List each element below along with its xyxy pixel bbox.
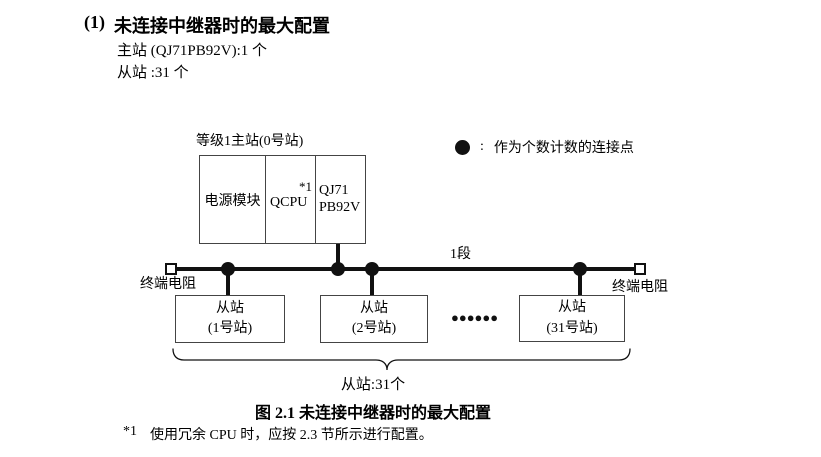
slave2-drop-line	[370, 269, 374, 296]
bus-line	[176, 267, 635, 271]
qj71pb92v-cell: QJ71 PB92V	[316, 156, 365, 243]
slave1-station-number: (1号站)	[207, 321, 253, 336]
segment-label: 1段	[450, 247, 471, 262]
slave1-label: 从站	[216, 300, 244, 316]
slave-box-31: 从站 (31号站)	[519, 295, 625, 342]
connection-dot	[331, 262, 345, 276]
slave31-label: 从站	[558, 300, 586, 316]
qcpu-note-ref: *1	[299, 179, 312, 194]
legend-text: 作为个数计数的连接点	[493, 141, 634, 156]
connection-dot	[573, 262, 587, 276]
master-station-label: 等级1主站(0号站)	[196, 134, 304, 149]
slave-count-line: 从站 :31 个	[117, 65, 189, 81]
footnote-ref: *1	[123, 424, 137, 439]
terminator-right-label: 终端电阻	[612, 280, 668, 295]
ellipsis-dots: ●●●●●●	[451, 310, 499, 325]
connection-dot	[221, 262, 235, 276]
master-station-box: 电源模块 *1 QCPU QJ71 PB92V	[199, 155, 366, 244]
footnote: *1 使用冗余 CPU 时，应按 2.3 节所示进行配置。	[123, 424, 433, 444]
terminator-right-icon	[634, 263, 646, 275]
brace-label: 从站:31个	[340, 377, 406, 393]
master-count-line: 主站 (QJ71PB92V):1 个	[117, 43, 268, 59]
master-drop-line	[336, 244, 340, 269]
slave2-station-number: (2号站)	[351, 321, 397, 336]
brace	[172, 348, 631, 371]
terminator-left-label: 终端电阻	[140, 277, 196, 292]
section-number: (1)	[84, 12, 105, 32]
legend: : 作为个数计数的连接点	[455, 137, 634, 157]
slave31-drop-line	[578, 269, 582, 296]
slave-box-1: 从站 (1号站)	[175, 295, 285, 343]
qcpu-cell: *1 QCPU	[266, 156, 316, 243]
power-module-cell: 电源模块	[200, 156, 266, 243]
terminator-left-icon	[165, 263, 177, 275]
slave2-label: 从站	[360, 300, 388, 316]
qj71-label-line2: PB92V	[319, 199, 361, 215]
slave1-drop-line	[226, 269, 230, 296]
figure-caption: 图 2.1 未连接中继器时的最大配置	[254, 405, 491, 422]
slave31-station-number: (31号站)	[546, 320, 598, 336]
slave-box-2: 从站 (2号站)	[320, 295, 428, 343]
section-title-text: 未连接中继器时的最大配置	[114, 16, 330, 36]
qj71-label-line1: QJ71	[319, 183, 349, 199]
section-title: (1) 未连接中继器时的最大配置	[84, 12, 330, 38]
qcpu-label: QCPU	[270, 195, 308, 210]
connection-dot	[365, 262, 379, 276]
connection-point-icon	[455, 139, 470, 155]
footnote-text: 使用冗余 CPU 时，应按 2.3 节所示进行配置。	[150, 428, 433, 443]
legend-separator: :	[480, 139, 484, 154]
